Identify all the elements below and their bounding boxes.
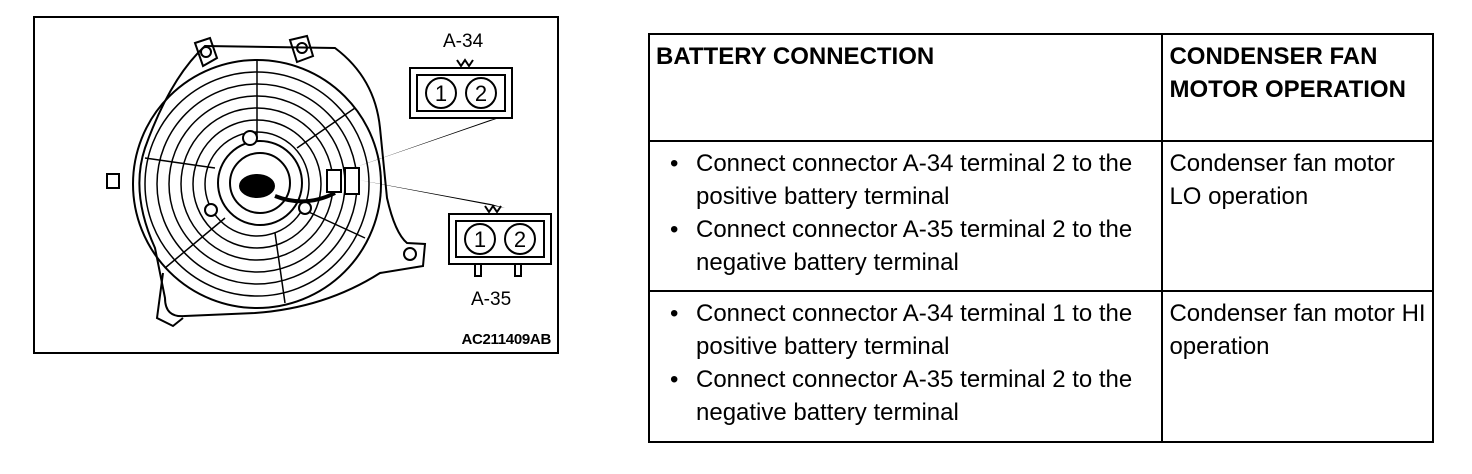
connector-a35-icon	[448, 204, 552, 277]
connection-step: Connect connector A-34 terminal 1 to the…	[656, 297, 1155, 363]
connection-step: Connect connector A-35 terminal 2 to the…	[656, 213, 1155, 279]
header-fan-motor-operation: CONDENSER FAN MOTOR OPERATION	[1161, 33, 1434, 142]
a34-pin-2: 2	[475, 81, 487, 106]
operation-cell: Condenser fan motor LO operation	[1161, 140, 1434, 292]
connector-a34-label: A-34	[443, 31, 484, 52]
operation-cell: Condenser fan motor HI operation	[1161, 290, 1434, 443]
connection-step: Connect connector A-35 terminal 2 to the…	[656, 363, 1155, 429]
table-row: Connect connector A-34 terminal 1 to the…	[647, 290, 1434, 443]
connection-steps: Connect connector A-34 terminal 2 to the…	[656, 147, 1155, 279]
battery-connection-table: BATTERY CONNECTION CONDENSER FAN MOTOR O…	[647, 33, 1434, 443]
battery-connection-cell: Connect connector A-34 terminal 1 to the…	[647, 290, 1164, 443]
a35-pin-1: 1	[474, 227, 486, 252]
connector-a35-label: A-35	[471, 289, 512, 310]
fan-motor-diagram: 1 2 1 2 A-34 A-35 AC211409AB	[33, 16, 559, 354]
table-row: Connect connector A-34 terminal 2 to the…	[647, 140, 1434, 292]
connector-a34-icon	[409, 58, 513, 119]
battery-connection-cell: Connect connector A-34 terminal 2 to the…	[647, 140, 1164, 292]
a35-pin-2: 2	[514, 227, 526, 252]
table-header-row: BATTERY CONNECTION CONDENSER FAN MOTOR O…	[647, 33, 1434, 142]
fan-illustration: 1 2 1 2	[106, 34, 552, 328]
a34-pin-1: 1	[435, 81, 447, 106]
connection-step: Connect connector A-34 terminal 2 to the…	[656, 147, 1155, 213]
figure-code: AC211409AB	[461, 331, 551, 348]
header-battery-connection: BATTERY CONNECTION	[647, 33, 1164, 142]
connection-steps: Connect connector A-34 terminal 1 to the…	[656, 297, 1155, 429]
